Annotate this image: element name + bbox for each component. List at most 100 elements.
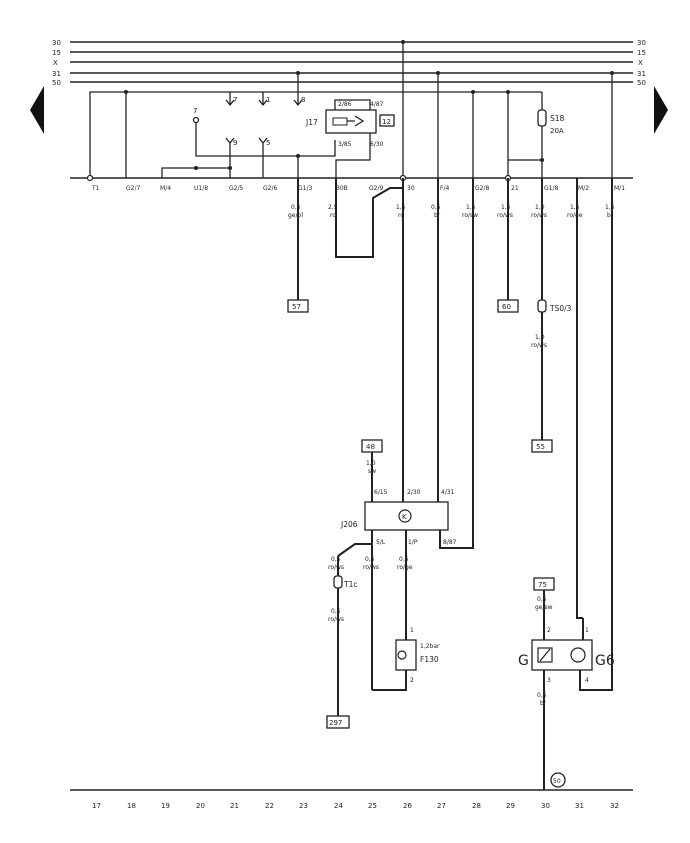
wire-size: 0,5: [331, 556, 341, 563]
pin-label: 9: [233, 139, 237, 147]
switch-pin: 2: [410, 677, 414, 684]
wire-color: ro/ge: [567, 212, 583, 219]
wire-size: 0,5: [431, 204, 441, 211]
connector-label: F/4: [440, 185, 449, 192]
track-number: 29: [506, 802, 515, 810]
wire-color: br: [607, 212, 614, 219]
reference-number: 55: [536, 443, 545, 451]
track-number: 25: [368, 802, 377, 810]
connector-label: G1/3: [298, 185, 312, 192]
fuse-icon: [537, 109, 547, 127]
reference-box: [531, 439, 553, 453]
connector-t: T1c: [343, 580, 357, 589]
rail-label-right: 30: [637, 39, 646, 47]
relay-panel: 7 1 8 7 9 5 J17 12 2/86 4/87 3/85 6/30: [89, 42, 613, 178]
wire-size: 1,5: [570, 204, 580, 211]
control-unit-terminal: 5/L: [376, 539, 386, 546]
sender-pin: 2: [547, 627, 551, 634]
reference-number: 48: [366, 443, 375, 451]
relay-name: J17: [305, 118, 318, 127]
track-number: 30: [541, 802, 550, 810]
wire-size: 0,5: [399, 556, 409, 563]
control-unit-terminal: 8/87: [443, 539, 457, 546]
relay-position-box: [379, 114, 395, 127]
sender-pin: 1: [585, 627, 589, 634]
connector-label: M/4: [160, 185, 171, 192]
fuse-name: S18: [550, 114, 565, 123]
control-unit-terminal: 6/15: [374, 489, 388, 496]
track-number: 21: [230, 802, 239, 810]
wire-color: ro/ge: [397, 564, 413, 571]
connector-strip: T1 G2/7 M/4 U1/8 G2/5 G2/6 G1/3 30B G2/9…: [70, 174, 633, 192]
control-unit-terminal: 4/31: [441, 489, 455, 496]
previous-page-arrow-icon[interactable]: [30, 86, 44, 134]
rail-label-left: 30: [52, 39, 61, 47]
wire-size: 0,5: [537, 596, 547, 603]
ground-point-icon: [550, 772, 566, 788]
wire-color: ge/bl: [288, 212, 303, 219]
supply-rails: 30 15 X 31 50 30 15 X 31 50: [52, 39, 646, 94]
connector-label: 30B: [336, 185, 348, 192]
wire-color: ro: [398, 212, 404, 219]
fuse-rating: 20A: [550, 127, 564, 135]
wire-size: 1,0: [535, 334, 545, 341]
wire-color: ge/sw: [535, 604, 553, 611]
wire-size: 0,5: [365, 556, 375, 563]
connector-label: U1/8: [194, 185, 208, 192]
wire-size: 0,5: [291, 204, 301, 211]
pin-label: 5: [266, 139, 270, 147]
connector-label: G2/5: [229, 185, 243, 192]
next-page-arrow-icon[interactable]: [654, 86, 668, 134]
connector-label: G2/8: [475, 185, 489, 192]
relay-terminal: 4/87: [370, 101, 384, 108]
wire-size: 1,0: [535, 204, 545, 211]
relay-terminal: 2/86: [338, 101, 352, 108]
switch-pin: 1: [410, 627, 414, 634]
relay-terminal: 6/30: [370, 141, 384, 148]
rail-label-left: 50: [52, 79, 61, 87]
wire-color: sw: [368, 468, 376, 475]
wire-size: 1,5: [501, 204, 511, 211]
pressure-switch-icon: [397, 650, 407, 660]
connector-label: 30: [407, 185, 415, 192]
sender-name-left: G: [518, 653, 529, 669]
reference-box: [497, 299, 519, 313]
wire-size: 1,5: [396, 204, 406, 211]
wire-size: 2,5: [328, 204, 338, 211]
pin-label: 1: [266, 96, 270, 104]
track-number: 17: [92, 802, 101, 810]
connector-label: M/2: [578, 185, 589, 192]
track-number: 27: [437, 802, 446, 810]
harness-wires: 0,5 ge/bl 2,5 ro 1,5 ro 0,5 br 1,5 ro/sw…: [288, 178, 615, 691]
connector-label: T1: [91, 185, 100, 192]
track-number: 22: [265, 802, 274, 810]
rail-label-right: 50: [637, 79, 646, 87]
wire-size: 1,5: [466, 204, 476, 211]
rail-label-right: X: [638, 59, 643, 67]
wire-color: ro/ws: [363, 564, 379, 571]
pin-label: 8: [301, 96, 305, 104]
pin-label: 7: [193, 107, 197, 115]
switch-name: F130: [420, 655, 439, 664]
sender-g-g6: 0,5 ge/sw G G6 2 1 3 4 0,5 br 50: [518, 590, 615, 790]
track-number: 23: [299, 802, 308, 810]
track-number: 31: [575, 802, 584, 810]
connector-ts: TS0/3: [549, 304, 572, 313]
rail-label-right: 31: [637, 70, 646, 78]
wire-color: ro/ws: [531, 212, 547, 219]
wire-color: ro/ws: [328, 616, 344, 623]
wire-color: br: [434, 212, 441, 219]
reference-box: [287, 299, 309, 313]
fuel-sender-icon: [539, 648, 551, 662]
connector-ts-icon: [537, 299, 547, 313]
wire-size: 1,0: [366, 460, 376, 467]
wire-color: br: [540, 700, 547, 707]
track-number: 32: [610, 802, 619, 810]
reference-number: 297: [329, 719, 342, 727]
control-unit-symbol: K: [402, 513, 407, 521]
relay-terminal: 3/85: [338, 141, 352, 148]
reference-number: 75: [538, 581, 547, 589]
control-unit-j206: 1,0 sw K J206 6/15 2/30 4/31 5/L 1/P 8/8…: [328, 452, 457, 716]
track-number: 19: [161, 802, 170, 810]
sender-pin: 3: [547, 677, 551, 684]
